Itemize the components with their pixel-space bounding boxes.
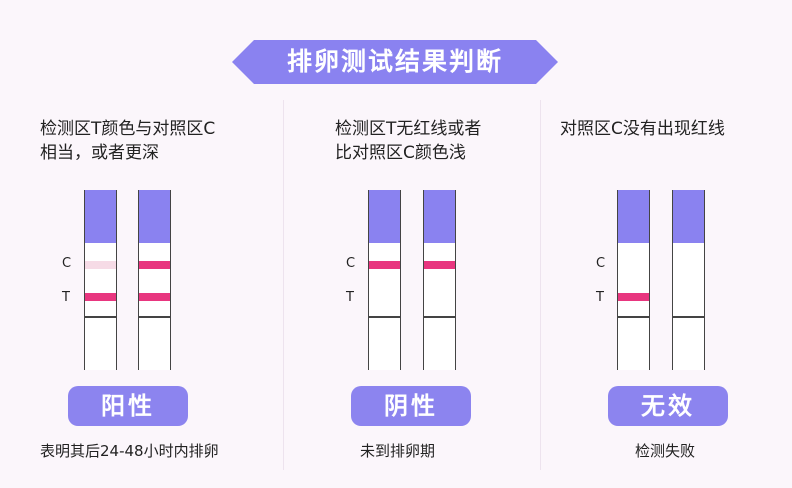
test-line	[618, 293, 649, 301]
result-note: 检测失败	[635, 440, 695, 461]
strip-absorbent-cap	[618, 190, 649, 243]
strip-max-line	[424, 316, 455, 318]
control-line-label: C	[596, 256, 605, 271]
control-line	[85, 261, 116, 269]
panel-negative: 检测区T无红线或者 比对照区C颜色浅 C T 阴性 未到排卵期	[283, 0, 540, 488]
strip-absorbent-cap	[139, 190, 170, 243]
panel-description-line: 比对照区C颜色浅	[335, 141, 466, 165]
control-line	[369, 261, 400, 269]
control-line-label: C	[62, 256, 71, 271]
control-line	[424, 261, 455, 269]
panel-description-line: 检测区T无红线或者	[335, 117, 481, 141]
test-line-label: T	[62, 290, 70, 305]
strip-absorbent-cap	[85, 190, 116, 243]
strip-absorbent-cap	[673, 190, 704, 243]
control-line-label: C	[346, 256, 355, 271]
strip-max-line	[618, 316, 649, 318]
panel-description-line: 对照区C没有出现红线	[560, 117, 725, 141]
test-strip	[368, 190, 401, 370]
test-strip	[423, 190, 456, 370]
result-note: 未到排卵期	[360, 440, 435, 461]
result-badge: 阴性	[351, 386, 471, 426]
strip-absorbent-cap	[369, 190, 400, 243]
test-strip	[617, 190, 650, 370]
strip-absorbent-cap	[424, 190, 455, 243]
test-strip	[672, 190, 705, 370]
strip-max-line	[369, 316, 400, 318]
test-line-label: T	[346, 290, 354, 305]
strip-max-line	[139, 316, 170, 318]
test-line-label: T	[596, 290, 604, 305]
control-line	[139, 261, 170, 269]
result-note: 表明其后24-48小时内排卵	[40, 440, 219, 461]
test-line	[139, 293, 170, 301]
result-badge: 阳性	[68, 386, 188, 426]
panel-positive: 检测区T颜色与对照区C 相当，或者更深 C T 阳性 表明其后24-48小时内排…	[0, 0, 283, 488]
test-line	[85, 293, 116, 301]
test-strip	[84, 190, 117, 370]
result-badge: 无效	[608, 386, 728, 426]
panel-description-line: 检测区T颜色与对照区C	[40, 117, 215, 141]
strip-max-line	[85, 316, 116, 318]
test-strip	[138, 190, 171, 370]
strip-max-line	[673, 316, 704, 318]
panel-invalid: 对照区C没有出现红线 C T 无效 检测失败	[540, 0, 792, 488]
panel-description-line: 相当，或者更深	[40, 141, 159, 165]
